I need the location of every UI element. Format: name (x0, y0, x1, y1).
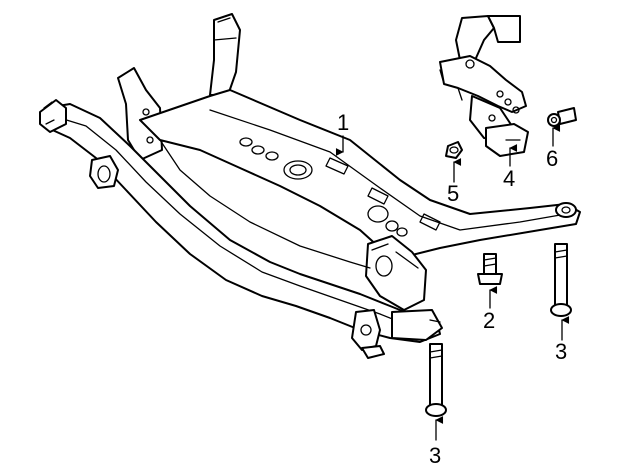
callout-2: 2 (483, 308, 495, 333)
bolt-part-6 (547, 107, 577, 127)
callout-4: 4 (503, 166, 515, 191)
bracket-assembly (439, 15, 529, 157)
long-bolt-part-3-lower (425, 343, 447, 417)
callout-5: 5 (447, 181, 459, 206)
long-bolt-part-3-right (550, 243, 572, 317)
leader-lines (335, 124, 570, 441)
callout-1: 1 (337, 110, 349, 135)
bolt-part-5 (445, 141, 463, 159)
bolt-part-2 (477, 253, 503, 285)
callout-6: 6 (546, 146, 558, 171)
subframe-crossmember (39, 13, 581, 359)
callout-3-lower: 3 (429, 443, 441, 468)
callout-3-right: 3 (555, 339, 567, 364)
